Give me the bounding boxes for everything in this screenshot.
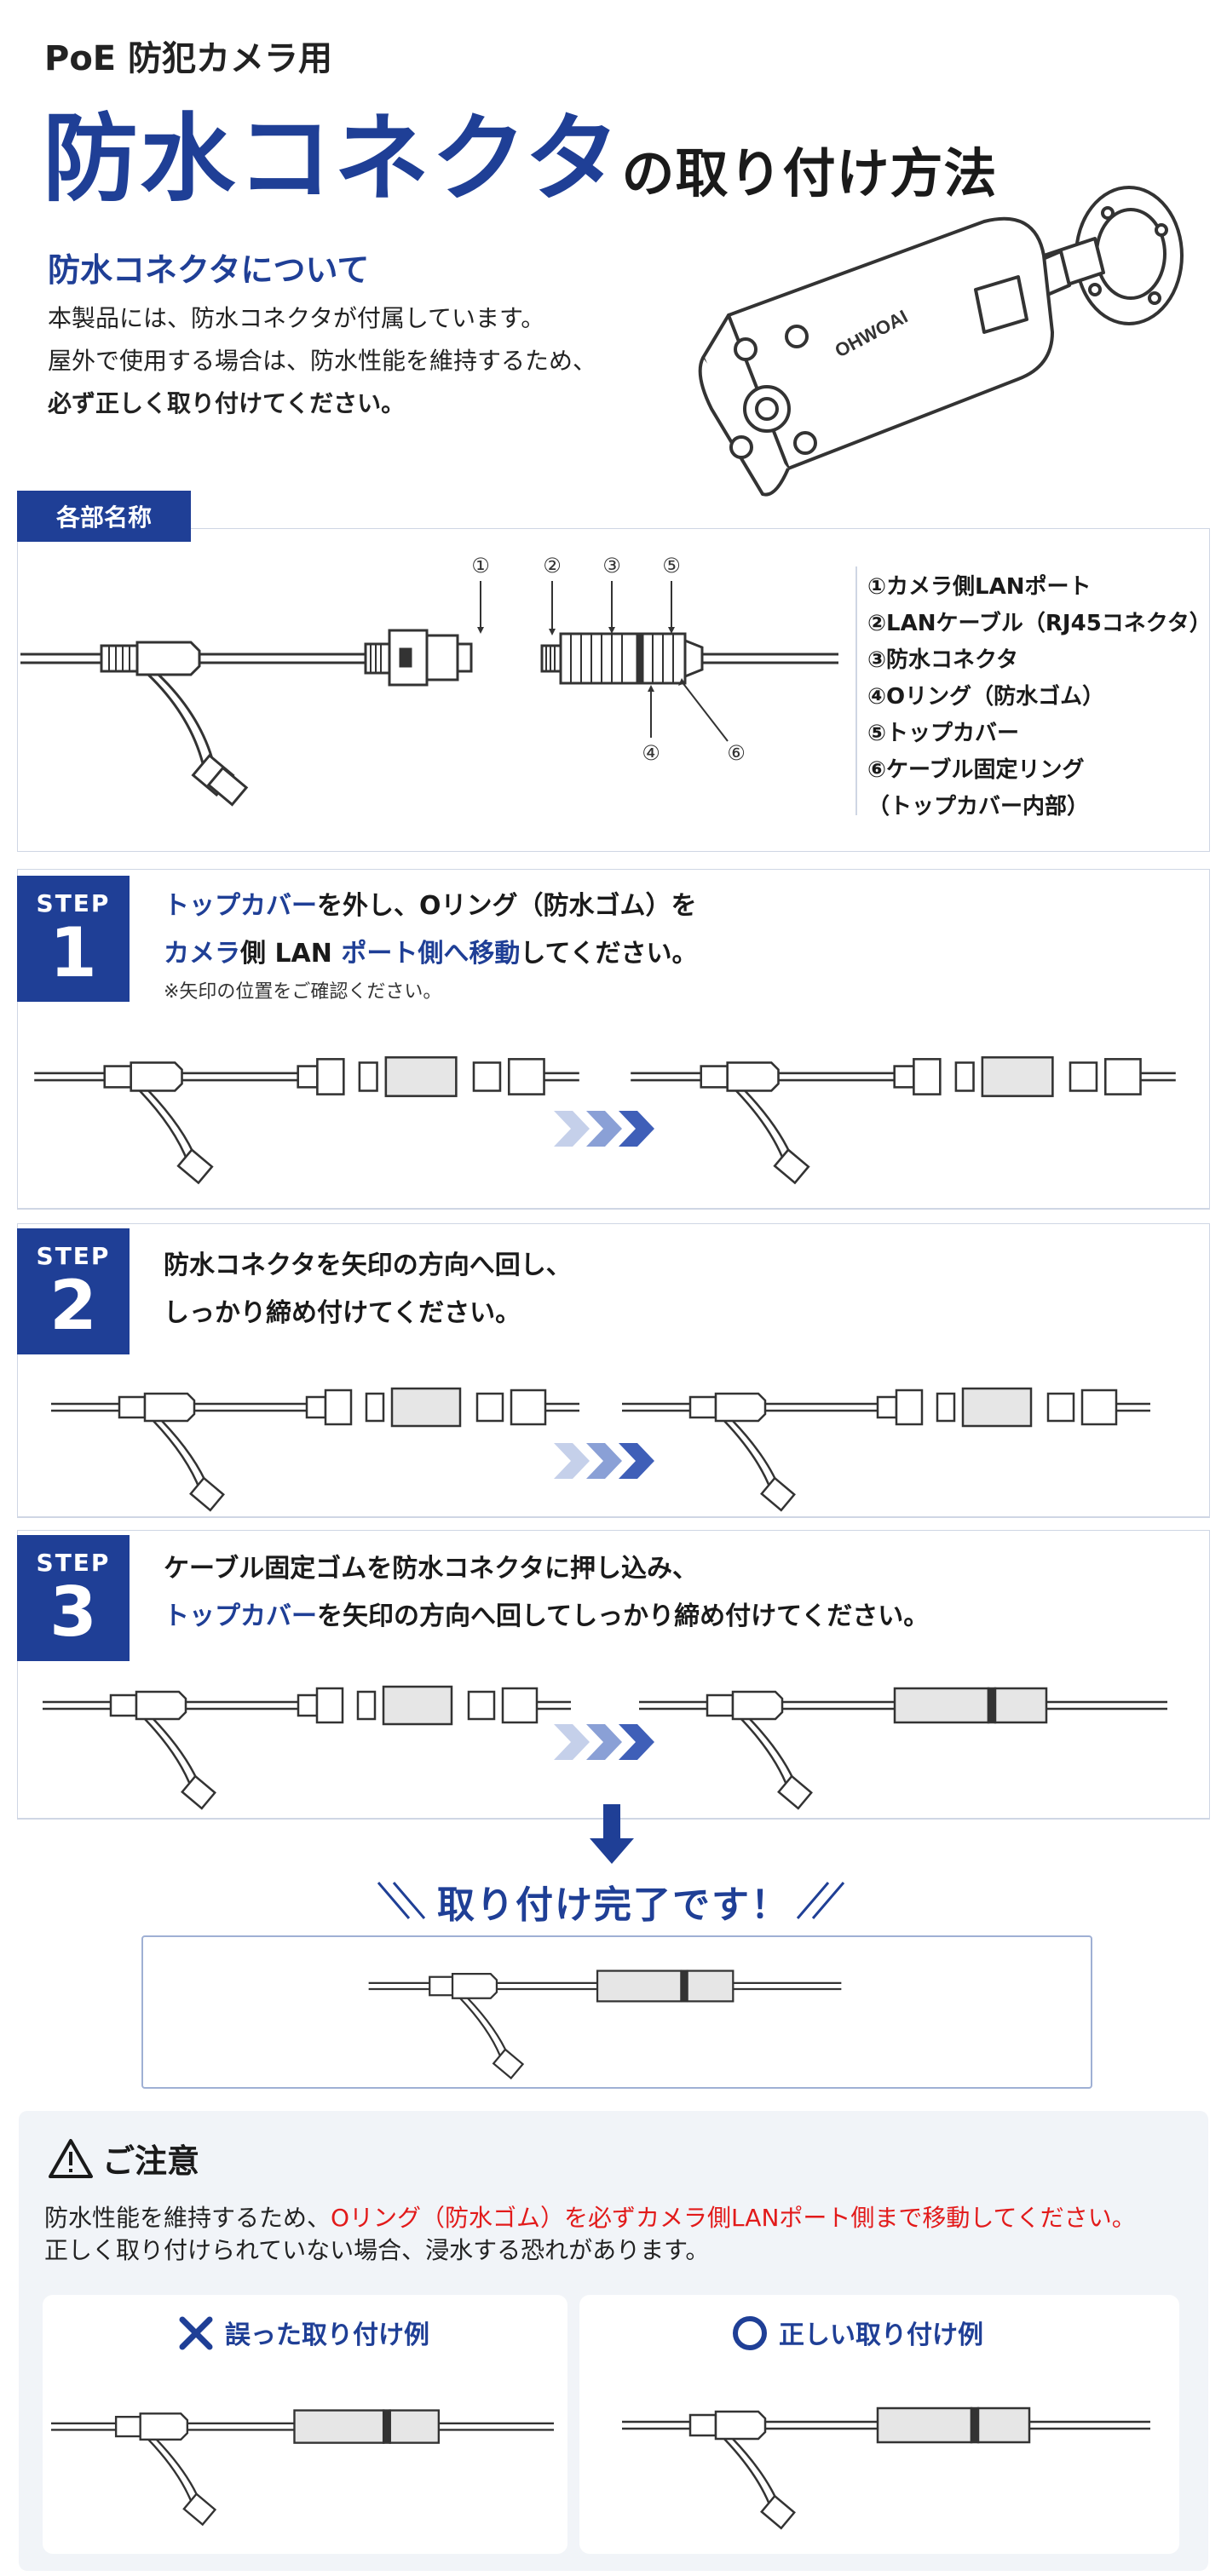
step1-line2-b: 側 LAN bbox=[240, 939, 342, 969]
step1-em-port: ポート側へ移動 bbox=[341, 939, 521, 969]
cross-icon bbox=[179, 2316, 213, 2350]
step3-line2: を矢印の方向へ回してしっかり締め付けてください。 bbox=[317, 1601, 930, 1631]
part-item-5: ⑤トップカバー bbox=[867, 721, 1020, 746]
parts-list: ①カメラ側LANポート ②LANケーブル（RJ45コネクタ） ③防水コネクタ ④… bbox=[867, 569, 1212, 825]
callout-4: ④ bbox=[642, 741, 660, 765]
warning-icon bbox=[49, 2139, 93, 2178]
step1-next-chevrons bbox=[554, 1111, 654, 1147]
step1-before-diagram bbox=[34, 1055, 579, 1185]
parts-separator bbox=[855, 566, 857, 815]
callout-2: ② bbox=[543, 554, 562, 578]
callout-5: ⑤ bbox=[662, 554, 681, 578]
step1-em-topcover: トップカバー bbox=[164, 891, 317, 921]
step2-next-chevrons bbox=[554, 1443, 654, 1479]
wrong-example-heading: 誤った取り付け例 bbox=[177, 2314, 429, 2352]
part-item-1: ①カメラ側LANポート bbox=[867, 574, 1092, 600]
page-kicker: PoE 防犯カメラ用 bbox=[44, 39, 333, 78]
step3-line1: ケーブル固定ゴムを防水コネクタに押し込み、 bbox=[164, 1554, 698, 1584]
right-example-heading: 正しい取り付け例 bbox=[731, 2314, 983, 2352]
about-line-2: 屋外で使用する場合は、防水性能を維持するため、 bbox=[48, 347, 597, 375]
parts-diagram: ① ② ③ ⑤ ④ ⑥ bbox=[20, 554, 838, 807]
step1-label: STEP bbox=[36, 889, 111, 917]
wrong-example-diagram bbox=[51, 2409, 554, 2527]
step3-text: ケーブル固定ゴムを防水コネクタに押し込み、 トップカバーを矢印の方向へ回してしっ… bbox=[164, 1545, 929, 1641]
step2-number: 2 bbox=[49, 1266, 97, 1345]
step2-panel bbox=[17, 1223, 1210, 1518]
step3-after-diagram bbox=[639, 1687, 1167, 1810]
caution-line1-a: 防水性能を維持するため、 bbox=[44, 2204, 331, 2232]
right-example-label: 正しい取り付け例 bbox=[779, 2320, 983, 2350]
step3-before-diagram bbox=[43, 1685, 571, 1810]
caution-line1-b: Oリング（防水ゴム）を必ずカメラ側LANポート側まで移動してください。 bbox=[331, 2204, 1136, 2232]
left-slash-decoration bbox=[377, 1882, 426, 1919]
part-item-3: ③防水コネクタ bbox=[867, 647, 1018, 673]
step1-line1: を外し、Oリング（防水ゴム）を bbox=[317, 891, 697, 921]
wrong-example-label: 誤った取り付け例 bbox=[225, 2320, 429, 2350]
complete-diagram bbox=[368, 1969, 842, 2080]
step2-label: STEP bbox=[36, 1242, 111, 1270]
caution-heading: ご注意 bbox=[48, 2135, 199, 2182]
step1-number: 1 bbox=[49, 913, 97, 992]
step2-text: 防水コネクタを矢印の方向へ回し、 しっかり締め付けてください。 bbox=[164, 1242, 572, 1337]
callout-1: ① bbox=[471, 554, 490, 578]
down-arrow-icon bbox=[590, 1804, 634, 1864]
part-item-6-note: （トップカバー内部） bbox=[867, 794, 1090, 819]
step3-number: 3 bbox=[49, 1573, 97, 1652]
step2-after-diagram bbox=[622, 1387, 1150, 1512]
step2-badge: STEP 2 bbox=[17, 1228, 130, 1354]
part-item-6: ⑥ケーブル固定リング bbox=[867, 757, 1085, 783]
page-title: 防水コネクタの取り付け方法 bbox=[43, 82, 998, 220]
title-rest: の取り付け方法 bbox=[621, 142, 998, 204]
parts-tab: 各部名称 bbox=[17, 491, 192, 542]
about-line-3: 必ず正しく取り付けてください。 bbox=[48, 389, 406, 417]
step1-panel bbox=[17, 869, 1210, 1210]
step1-after-diagram bbox=[631, 1055, 1176, 1185]
callout-3: ③ bbox=[602, 554, 621, 578]
about-heading: 防水コネクタについて bbox=[48, 251, 370, 289]
camera-illustration: OHWOAI bbox=[698, 186, 1184, 497]
step3-label: STEP bbox=[36, 1549, 111, 1577]
part-item-2: ②LANケーブル（RJ45コネクタ） bbox=[867, 611, 1212, 636]
step1-em-camera: カメラ bbox=[164, 939, 240, 969]
step2-line1: 防水コネクタを矢印の方向へ回し、 bbox=[164, 1251, 572, 1280]
step1-note: ※矢印の位置をご確認ください。 bbox=[164, 981, 442, 1003]
title-main: 防水コネクタ bbox=[43, 104, 622, 215]
step2-before-diagram bbox=[51, 1387, 579, 1512]
callout-6: ⑥ bbox=[727, 741, 746, 765]
part-item-4: ④Oリング（防水ゴム） bbox=[867, 684, 1105, 710]
step1-text: トップカバーを外し、Oリング（防水ゴム）を カメラ側 LAN ポート側へ移動して… bbox=[164, 883, 698, 978]
caution-line-2: 正しく取り付けられていない場合、浸水する恐れがあります。 bbox=[44, 2236, 710, 2264]
step3-em-topcover: トップカバー bbox=[164, 1601, 317, 1631]
right-example-diagram bbox=[622, 2406, 1150, 2530]
step1-line2-d: してください。 bbox=[520, 939, 698, 969]
complete-heading: 取り付け完了です！ bbox=[437, 1883, 790, 1927]
circle-icon bbox=[733, 2316, 767, 2350]
step3-next-chevrons bbox=[554, 1724, 654, 1760]
step1-badge: STEP 1 bbox=[17, 876, 130, 1002]
complete-box bbox=[141, 1935, 1092, 2089]
caution-line-1: 防水性能を維持するため、Oリング（防水ゴム）を必ずカメラ側LANポート側まで移動… bbox=[44, 2199, 1136, 2234]
caution-heading-text: ご注意 bbox=[102, 2142, 200, 2180]
step2-line2: しっかり締め付けてください。 bbox=[164, 1298, 521, 1328]
step3-badge: STEP 3 bbox=[17, 1535, 130, 1661]
about-line-1: 本製品には、防水コネクタが付属しています。 bbox=[48, 304, 545, 332]
right-slash-decoration bbox=[796, 1882, 845, 1919]
parts-panel bbox=[17, 528, 1210, 852]
